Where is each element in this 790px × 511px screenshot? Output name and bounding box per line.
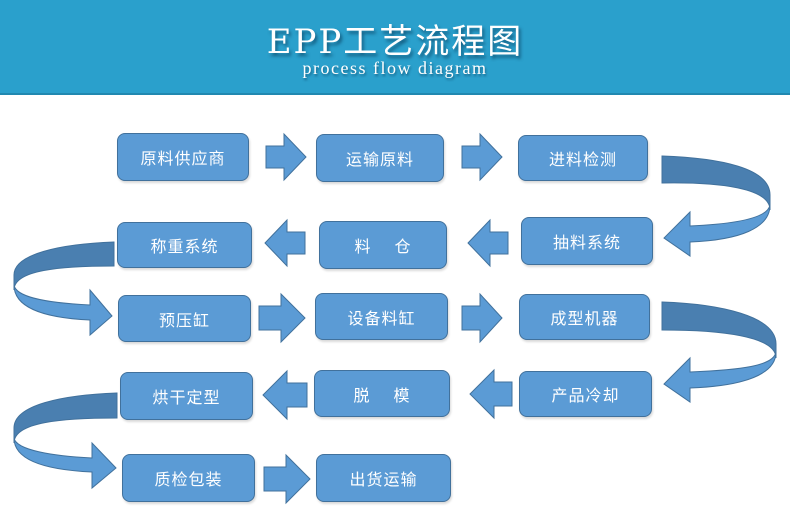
step-label: 运输原料: [345, 150, 414, 169]
step-qc-packaging: 质检包装: [122, 454, 255, 502]
arrow-right-icon: [461, 132, 503, 182]
step-drying-shaping: 烘干定型: [120, 372, 253, 420]
page-subtitle: process flow diagram: [302, 58, 488, 78]
arrow-left-icon: [264, 218, 306, 268]
step-label: 设备料缸: [347, 308, 416, 328]
arrow-right-icon: [461, 292, 503, 344]
step-demolding: 脱 模: [314, 370, 450, 417]
step-label: 抽料系统: [552, 233, 621, 252]
step-transport-material: 运输原料: [316, 134, 444, 182]
step-label: 脱 模: [353, 385, 411, 405]
step-product-cooling: 产品冷却: [519, 371, 652, 417]
arrow-right-icon: [265, 132, 307, 182]
arrow-right-icon: [258, 292, 306, 344]
header-banner: EPP工艺流程图 process flow diagram: [0, 0, 790, 95]
u-turn-arrow-left-icon: [13, 392, 118, 490]
step-equipment-cylinder: 设备料缸: [315, 293, 448, 340]
step-label: 质检包装: [154, 470, 223, 489]
step-label: 预压缸: [158, 310, 210, 330]
u-turn-arrow-left-icon: [13, 241, 115, 337]
step-suction-system: 抽料系统: [521, 217, 653, 265]
step-label: 产品冷却: [551, 386, 620, 405]
step-label: 进料检测: [548, 150, 617, 169]
step-label: 出货运输: [349, 470, 418, 489]
step-pre-pressure-cylinder: 预压缸: [118, 295, 251, 342]
step-label: 成型机器: [550, 309, 619, 328]
u-turn-arrow-right-icon: [661, 301, 777, 403]
step-supplier: 原料供应商: [117, 133, 249, 181]
arrow-left-icon: [469, 368, 513, 420]
step-molding-machine: 成型机器: [519, 294, 650, 340]
page-title: EPP工艺流程图: [266, 22, 524, 62]
step-label: 料 仓: [354, 237, 412, 256]
step-label: 称重系统: [150, 237, 219, 256]
arrow-right-icon: [263, 453, 311, 505]
step-label: 烘干定型: [152, 388, 221, 407]
arrow-left-icon: [262, 369, 308, 421]
step-incoming-inspection: 进料检测: [518, 135, 648, 181]
step-weighing-system: 称重系统: [117, 222, 252, 268]
u-turn-arrow-right-icon: [661, 155, 771, 257]
arrow-left-icon: [467, 218, 509, 268]
step-label: 原料供应商: [140, 149, 226, 168]
step-shipping: 出货运输: [316, 454, 451, 502]
step-silo: 料 仓: [319, 221, 447, 269]
